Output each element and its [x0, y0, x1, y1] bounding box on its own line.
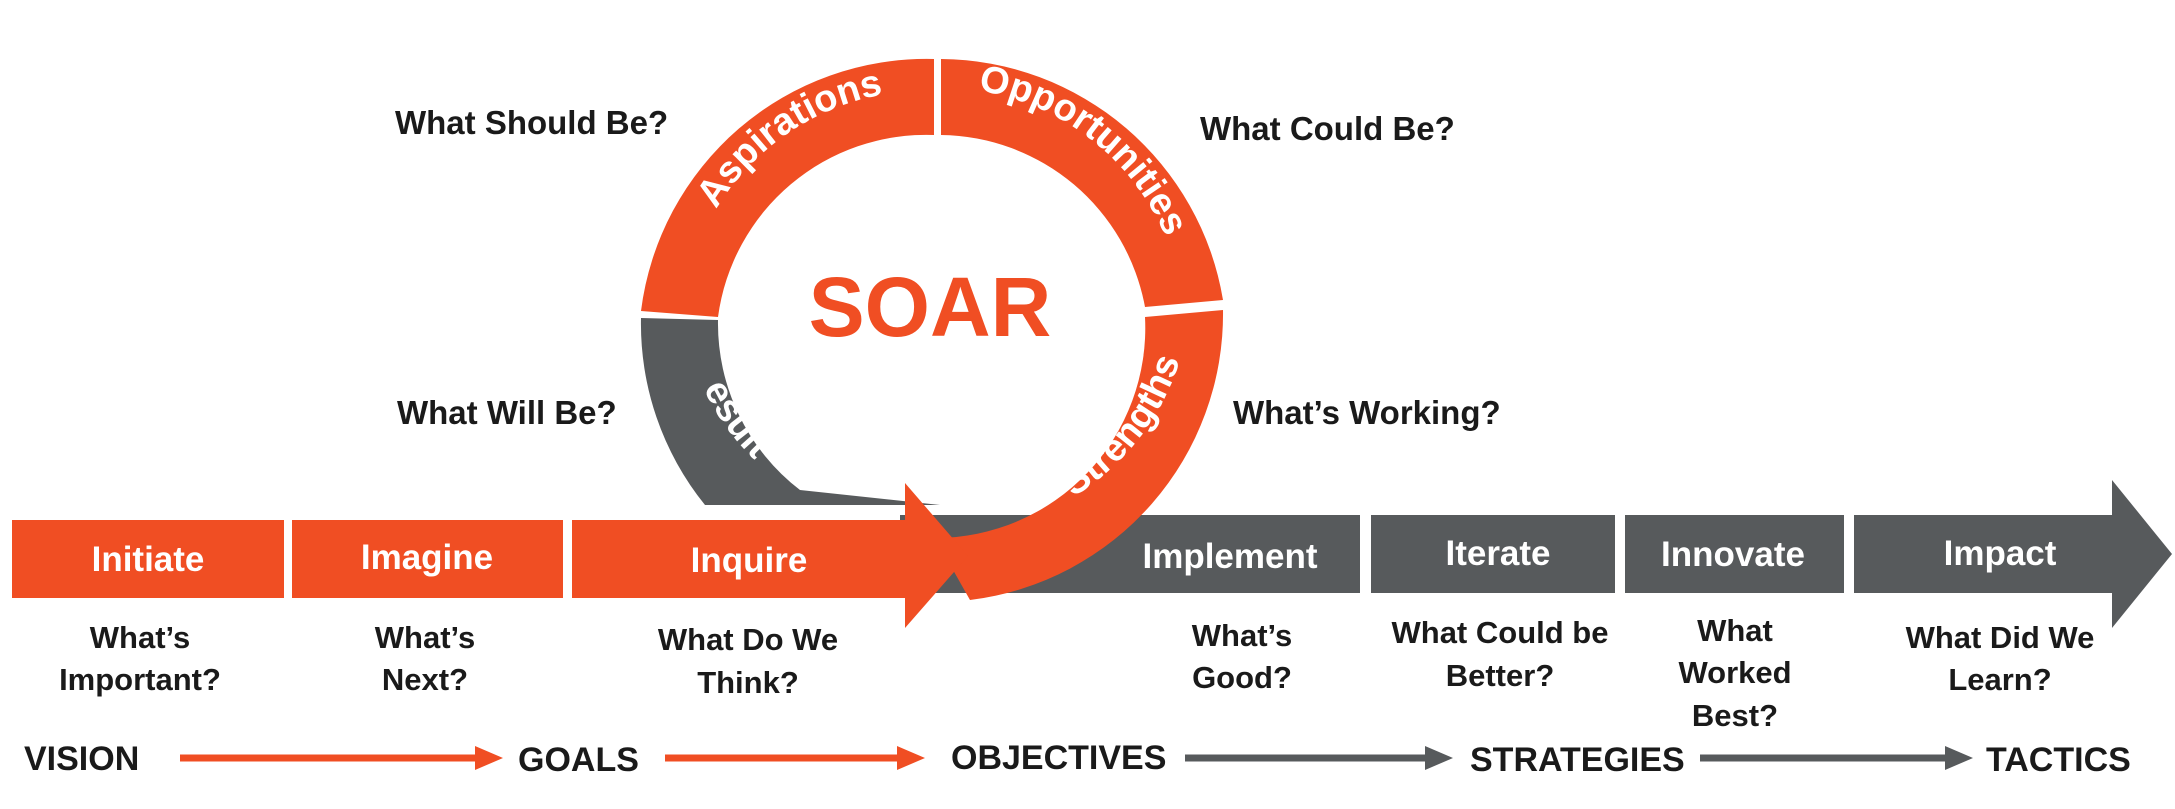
- question-will: What Will Be?: [397, 394, 617, 431]
- strengths-segment: [935, 310, 1224, 600]
- flow-strategies: STRATEGIES: [1470, 741, 1685, 779]
- step-label-impact: Impact: [1944, 534, 2057, 573]
- step-question-initiate-1: What’s: [90, 620, 190, 655]
- flow-arrow-1: [180, 746, 503, 770]
- step-question-initiate-2: Important?: [59, 662, 221, 697]
- flow-arrows: [180, 746, 1973, 770]
- step-label-iterate: Iterate: [1445, 534, 1550, 573]
- soar-title: SOAR: [809, 260, 1052, 354]
- step-question-inquire-1: What Do We: [658, 622, 838, 657]
- initiate-box: [12, 520, 284, 598]
- aspirations-segment: [641, 58, 934, 317]
- step-label-innovate: Innovate: [1661, 535, 1805, 574]
- step-label-implement: Implement: [1142, 537, 1317, 576]
- imagine-box: [292, 520, 563, 598]
- step-question-innovate-1: What: [1697, 613, 1773, 648]
- question-could: What Could Be?: [1200, 110, 1455, 147]
- step-label-inquire: Inquire: [691, 541, 808, 580]
- innovate-box: [1625, 515, 1844, 593]
- step-question-implement-2: Good?: [1192, 660, 1292, 695]
- question-should: What Should Be?: [395, 104, 668, 141]
- step-question-innovate-2: Worked: [1678, 655, 1791, 690]
- question-working: What’s Working?: [1233, 394, 1501, 431]
- step-label-imagine: Imagine: [361, 538, 493, 577]
- step-question-iterate-1: What Could be: [1392, 615, 1609, 650]
- flow-objectives: OBJECTIVES: [951, 739, 1166, 777]
- opportunities-segment: [941, 59, 1223, 307]
- results-segment: [640, 318, 940, 505]
- inquire-arrow: [572, 483, 968, 628]
- flow-tactics: TACTICS: [1986, 741, 2131, 779]
- step-question-imagine-2: Next?: [382, 662, 468, 697]
- flow-vision: VISION: [24, 740, 139, 778]
- step-question-inquire-2: Think?: [697, 665, 799, 700]
- step-question-iterate-2: Better?: [1446, 658, 1555, 693]
- step-question-innovate-3: Best?: [1692, 698, 1778, 733]
- step-question-impact-2: Learn?: [1948, 662, 2051, 697]
- orange-process-arrow: [12, 483, 968, 628]
- flow-arrow-4: [1700, 746, 1973, 770]
- step-question-implement-1: What’s: [1192, 618, 1292, 653]
- soar-ring: [640, 58, 1224, 600]
- impact-arrow: [1854, 480, 2172, 628]
- iterate-box: [1371, 515, 1615, 593]
- step-label-initiate: Initiate: [92, 540, 205, 579]
- flow-arrow-3: [1185, 746, 1453, 770]
- step-question-imagine-1: What’s: [375, 620, 475, 655]
- step-question-impact-1: What Did We: [1906, 620, 2095, 655]
- flow-goals: GOALS: [518, 741, 639, 779]
- flow-arrow-2: [665, 746, 925, 770]
